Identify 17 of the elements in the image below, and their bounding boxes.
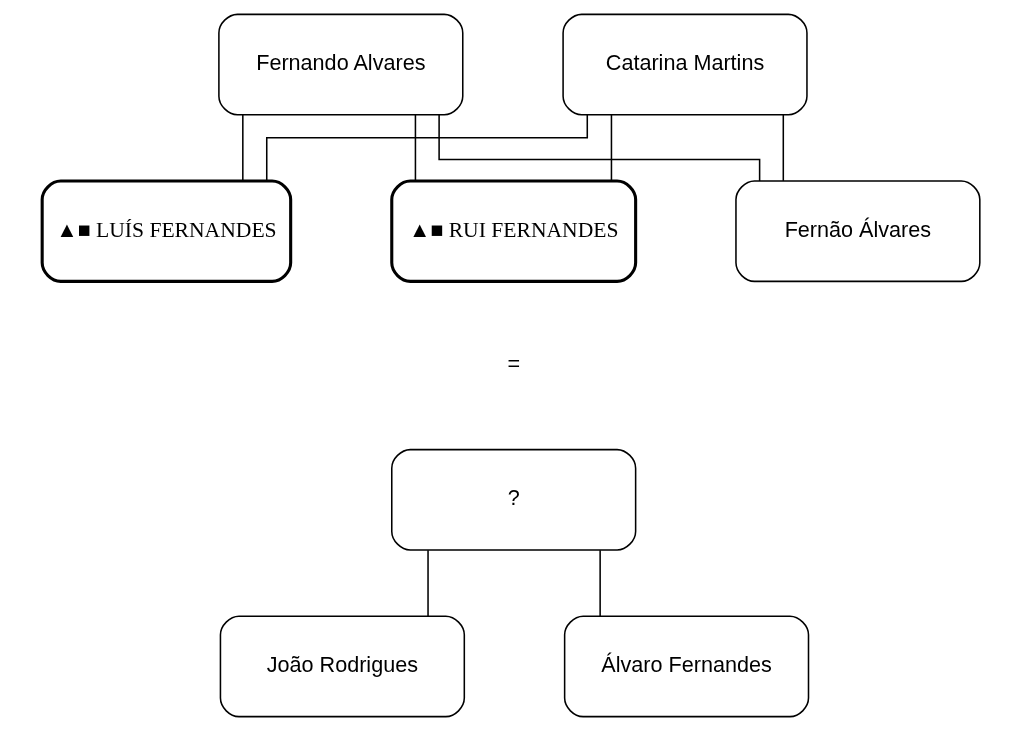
node-box: Fernando Alvares — [217, 13, 464, 116]
connector — [241, 114, 244, 182]
label: = — [506, 351, 520, 377]
node-box: Fernão Álvares — [734, 180, 981, 283]
connector — [437, 114, 760, 182]
connector — [610, 114, 612, 182]
connector — [782, 114, 784, 182]
node-box: Álvaro Fernandes — [563, 615, 809, 718]
node-box: ▲■ RUI FERNANDES — [389, 179, 637, 283]
node-box: ? — [390, 448, 636, 551]
connector — [265, 114, 588, 182]
connector — [426, 549, 429, 617]
connector — [414, 114, 416, 182]
connector — [598, 549, 601, 617]
node-box: ▲■ LUÍS FERNANDES — [40, 179, 292, 283]
node-box: Catarina Martins — [561, 13, 808, 116]
node-box: João Rodrigues — [219, 615, 465, 718]
